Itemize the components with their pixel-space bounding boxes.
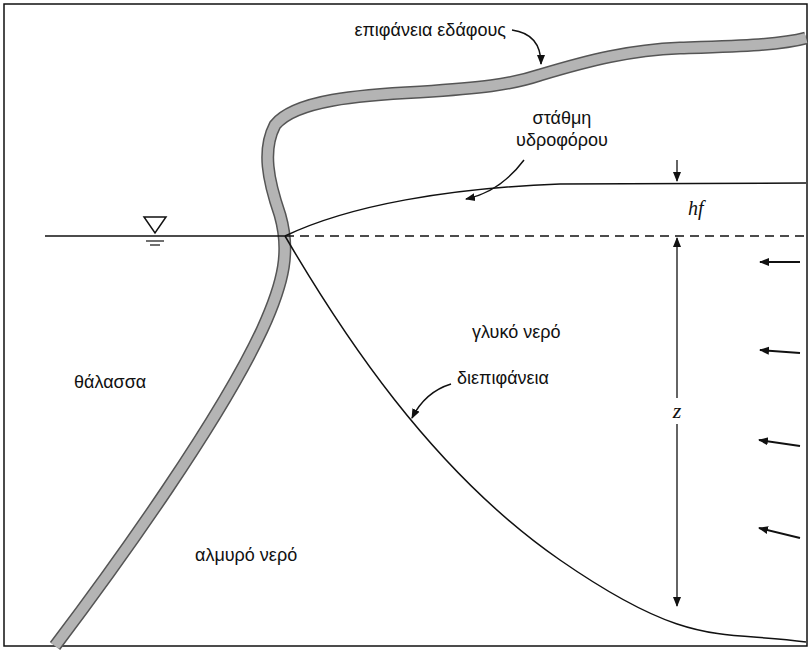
ground-outline xyxy=(55,38,806,646)
region-label: θάλασσα xyxy=(74,372,146,394)
region-label: γλυκό νερό xyxy=(472,322,560,344)
leader-line xyxy=(512,30,541,64)
flow-arrow xyxy=(760,350,800,353)
dimension-label: hf xyxy=(688,196,704,220)
flow-arrow xyxy=(759,528,800,538)
surface-label: επιφάνεια εδάφους xyxy=(354,20,506,42)
leader-line xyxy=(466,160,524,199)
sea-level xyxy=(45,235,285,237)
water-level-symbol xyxy=(144,217,166,233)
interface-label: διεπιφάνεια xyxy=(457,368,549,390)
leader-line xyxy=(412,384,451,418)
dimension-label: z xyxy=(670,398,685,424)
flow-arrow xyxy=(759,440,800,446)
water-table xyxy=(285,183,806,236)
water-level-symbol xyxy=(150,244,160,245)
flow-arrow xyxy=(760,261,800,263)
water-level-symbol xyxy=(146,240,164,241)
dimension-arrow xyxy=(676,160,677,181)
sea-level-dashed xyxy=(285,235,806,237)
water-table-label: στάθμη υδροφόρου xyxy=(512,108,612,151)
region-label: αλμυρό νερό xyxy=(195,545,297,567)
ground-surface xyxy=(55,38,806,646)
frame xyxy=(4,4,807,646)
interface-line xyxy=(285,236,806,642)
